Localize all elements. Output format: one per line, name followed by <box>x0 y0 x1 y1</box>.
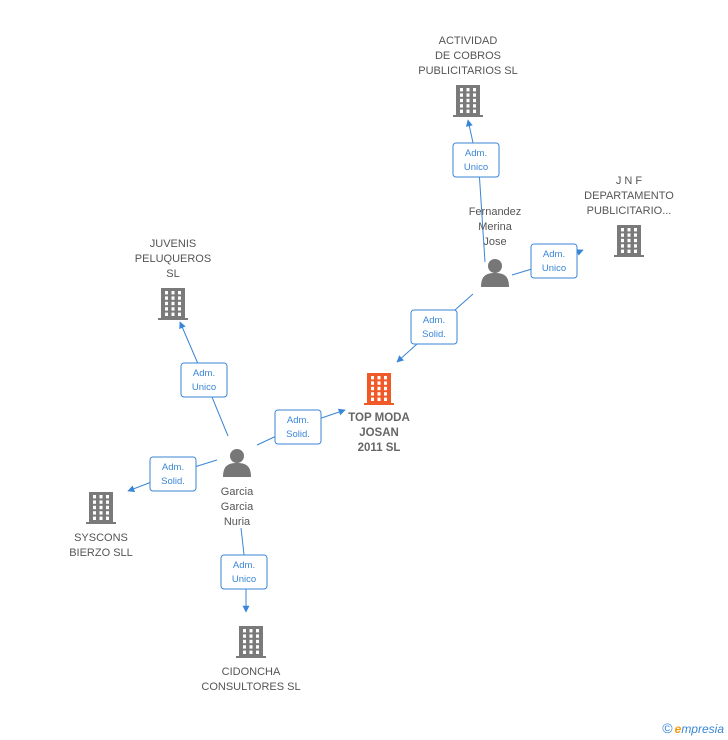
edge-label[interactable]: Adm. Solid. <box>274 409 322 445</box>
node-label-line: Fernandez <box>469 206 522 218</box>
node-label-line: SYSCONS <box>74 532 128 544</box>
node-label-line: PUBLICITARIO... <box>587 205 672 217</box>
edge-label[interactable]: Adm. Unico <box>220 554 268 590</box>
edge-fernandez-to-actividad: Adm. Unico <box>452 119 500 263</box>
edge-label-box <box>220 554 268 590</box>
company-node-jnf[interactable]: J N F DEPARTAMENTO PUBLICITARIO... <box>584 175 674 257</box>
edge-garcia-to-syscons: Adm. Solid. <box>127 456 218 493</box>
edge-label-line: Adm. <box>423 315 445 326</box>
edge-label-box <box>452 142 500 178</box>
edge-label-line: Unico <box>192 382 216 393</box>
edge-garcia-to-cidoncha: Adm. Unico <box>220 527 268 613</box>
person-icon <box>481 259 509 287</box>
building-icon <box>236 626 266 658</box>
edge-fernandez-to-top-moda: Adm. Solid. <box>396 293 474 363</box>
edge-label[interactable]: Adm. Unico <box>530 243 578 279</box>
edge-label-line: Solid. <box>422 329 446 340</box>
node-label-line: JUVENIS <box>150 238 196 250</box>
edge-label-box <box>180 362 228 398</box>
edge-label-line: Adm. <box>287 415 309 426</box>
node-label-line: 2011 SL <box>358 442 401 454</box>
node-label-line: CONSULTORES SL <box>201 681 300 693</box>
company-node-actividad[interactable]: ACTIVIDAD DE COBROS PUBLICITARIOS SL <box>418 35 518 117</box>
edge-label-line: Adm. <box>193 368 215 379</box>
copyright-symbol: © <box>662 720 673 736</box>
edge-garcia-to-juvenis: Adm. Unico <box>179 321 229 437</box>
edge-label-box <box>274 409 322 445</box>
node-label-line: Merina <box>478 221 513 233</box>
edge-label-line: Solid. <box>161 476 185 487</box>
node-label-line: ACTIVIDAD <box>439 35 498 47</box>
edge-fernandez-to-jnf: Adm. Unico <box>511 243 584 279</box>
node-label-line: JOSAN <box>359 427 399 439</box>
building-icon <box>86 492 116 524</box>
person-icon <box>223 449 251 477</box>
node-label-line: CIDONCHA <box>222 666 281 678</box>
edge-label[interactable]: Adm. Solid. <box>149 456 197 492</box>
edge-label-line: Adm. <box>543 249 565 260</box>
company-node-cidoncha[interactable]: CIDONCHA CONSULTORES SL <box>201 626 301 693</box>
node-label-line: BIERZO SLL <box>69 547 133 559</box>
building-icon <box>453 85 483 117</box>
edge-label-line: Solid. <box>286 429 310 440</box>
node-label-line: DE COBROS <box>435 50 501 62</box>
edge-label-line: Adm. <box>162 462 184 473</box>
building-icon <box>158 288 188 320</box>
node-label-line: PELUQUEROS <box>135 253 211 265</box>
edge-label-line: Adm. <box>233 560 255 571</box>
brand-logo: ©empresia <box>662 720 724 736</box>
node-label-line: SL <box>166 268 179 280</box>
brand-name: mpresia <box>681 722 724 736</box>
node-label-line: Garcia <box>221 486 254 498</box>
node-label-line: Garcia <box>221 501 254 513</box>
node-label-line: PUBLICITARIOS SL <box>418 65 517 77</box>
edge-label-line: Unico <box>542 263 566 274</box>
edge-label-box <box>149 456 197 492</box>
company-node-syscons[interactable]: SYSCONS BIERZO SLL <box>69 492 133 559</box>
brand-e: e <box>674 722 682 736</box>
edge-label-line: Unico <box>232 574 256 585</box>
edge-label[interactable]: Adm. Solid. <box>410 309 458 345</box>
edge-label[interactable]: Adm. Unico <box>180 362 228 398</box>
edge-label-line: Adm. <box>465 148 487 159</box>
edge-label[interactable]: Adm. Unico <box>452 142 500 178</box>
building-icon <box>364 373 394 405</box>
edge-label-line: Unico <box>464 162 488 173</box>
company-node-top-moda[interactable]: TOP MODA JOSAN 2011 SL <box>348 373 410 454</box>
company-node-juvenis[interactable]: JUVENIS PELUQUEROS SL <box>135 238 211 320</box>
node-label-line: J N F <box>616 175 643 187</box>
node-label-line: DEPARTAMENTO <box>584 190 674 202</box>
node-label-line: TOP MODA <box>348 412 410 424</box>
edge-label-box <box>410 309 458 345</box>
node-label-line: Nuria <box>224 516 251 528</box>
edge-garcia-to-top-moda: Adm. Solid. <box>256 408 346 446</box>
node-label-line: Jose <box>483 236 506 248</box>
building-icon <box>614 225 644 257</box>
edge-label-box <box>530 243 578 279</box>
